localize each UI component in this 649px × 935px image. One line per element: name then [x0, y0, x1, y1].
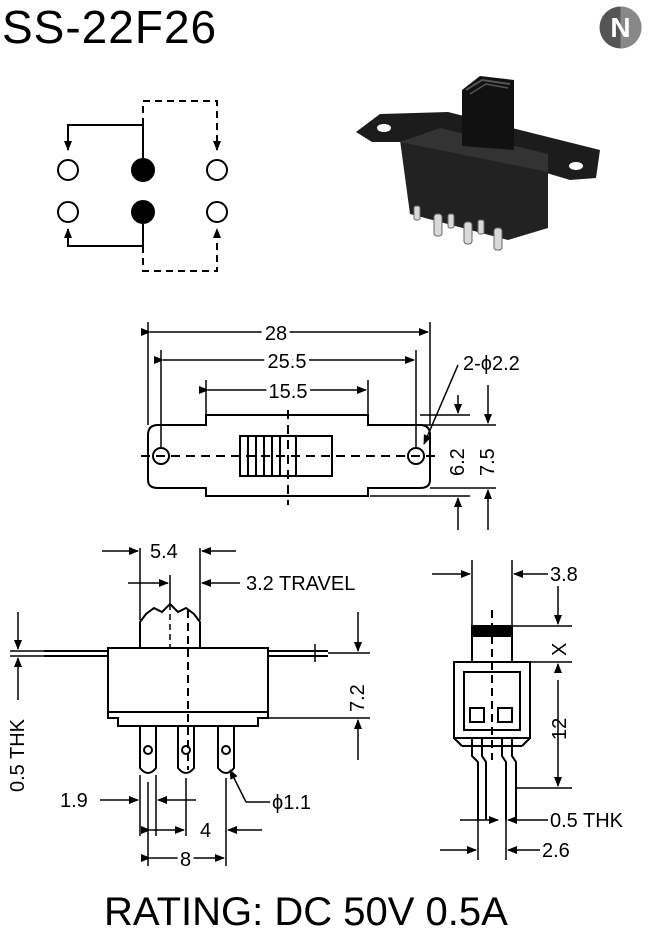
dim-25-5: 25.5 [268, 351, 307, 373]
terminal-open [57, 201, 79, 223]
front-housing [107, 647, 269, 727]
logo-letter: N [610, 12, 630, 43]
front-pins [139, 726, 235, 774]
pin [477, 219, 485, 235]
pin [493, 227, 503, 251]
dim-7-2: 7.2 [347, 684, 369, 712]
dim-3-8: 3.8 [550, 564, 578, 586]
front-view [10, 547, 370, 866]
dim-pin-dia: ϕ1.1 [272, 792, 311, 814]
side-housing [453, 661, 531, 739]
dim-2-6: 2.6 [542, 840, 570, 862]
product-image [356, 76, 600, 251]
contact-path-top-solid [64, 124, 144, 158]
dim-hole: 2-ϕ2.2 [463, 353, 520, 375]
flange-hole [377, 124, 391, 132]
pin [463, 221, 473, 245]
brand-logo: N [597, 4, 644, 51]
terminal-open [206, 201, 228, 223]
contact-path-bottom-dashed [142, 228, 221, 272]
top-view [141, 322, 496, 530]
dim-28: 28 [265, 323, 287, 345]
pin [413, 205, 421, 221]
pin [447, 213, 455, 229]
switch-schematic [57, 100, 228, 272]
terminal-open [206, 159, 228, 181]
contact-path-bottom-solid [64, 224, 144, 247]
dim-15-5: 15.5 [269, 381, 308, 403]
housing-top [400, 128, 548, 172]
dim-travel: 3.2 TRAVEL [246, 573, 355, 595]
dim-6-2: 6.2 [447, 448, 469, 476]
rating-label: RATING: DC 50V 0.5A [104, 890, 508, 934]
dim-5-4: 5.4 [150, 541, 178, 563]
top-view-outline [147, 414, 431, 497]
dim-4: 4 [200, 820, 211, 842]
dim-8: 8 [180, 849, 191, 871]
flange-hole [569, 162, 583, 170]
terminal-open [57, 159, 79, 181]
slider-knob [239, 435, 333, 477]
terminal-common [131, 200, 155, 224]
dim-thk-left: 0.5 THK [7, 718, 29, 792]
dim-thk-right: 0.5 THK [550, 810, 624, 832]
contact-path-top-dashed [142, 100, 221, 151]
side-view [432, 560, 572, 860]
slide-actuator [462, 76, 514, 150]
dim-7-5: 7.5 [477, 448, 499, 476]
dim-1-9: 1.9 [60, 790, 88, 812]
dim-12: 12 [549, 718, 571, 740]
terminal-common [131, 158, 155, 182]
dim-x: X [549, 643, 571, 656]
pin [433, 213, 443, 237]
side-pins [471, 738, 479, 820]
part-number-title: SS-22F26 [2, 1, 218, 53]
